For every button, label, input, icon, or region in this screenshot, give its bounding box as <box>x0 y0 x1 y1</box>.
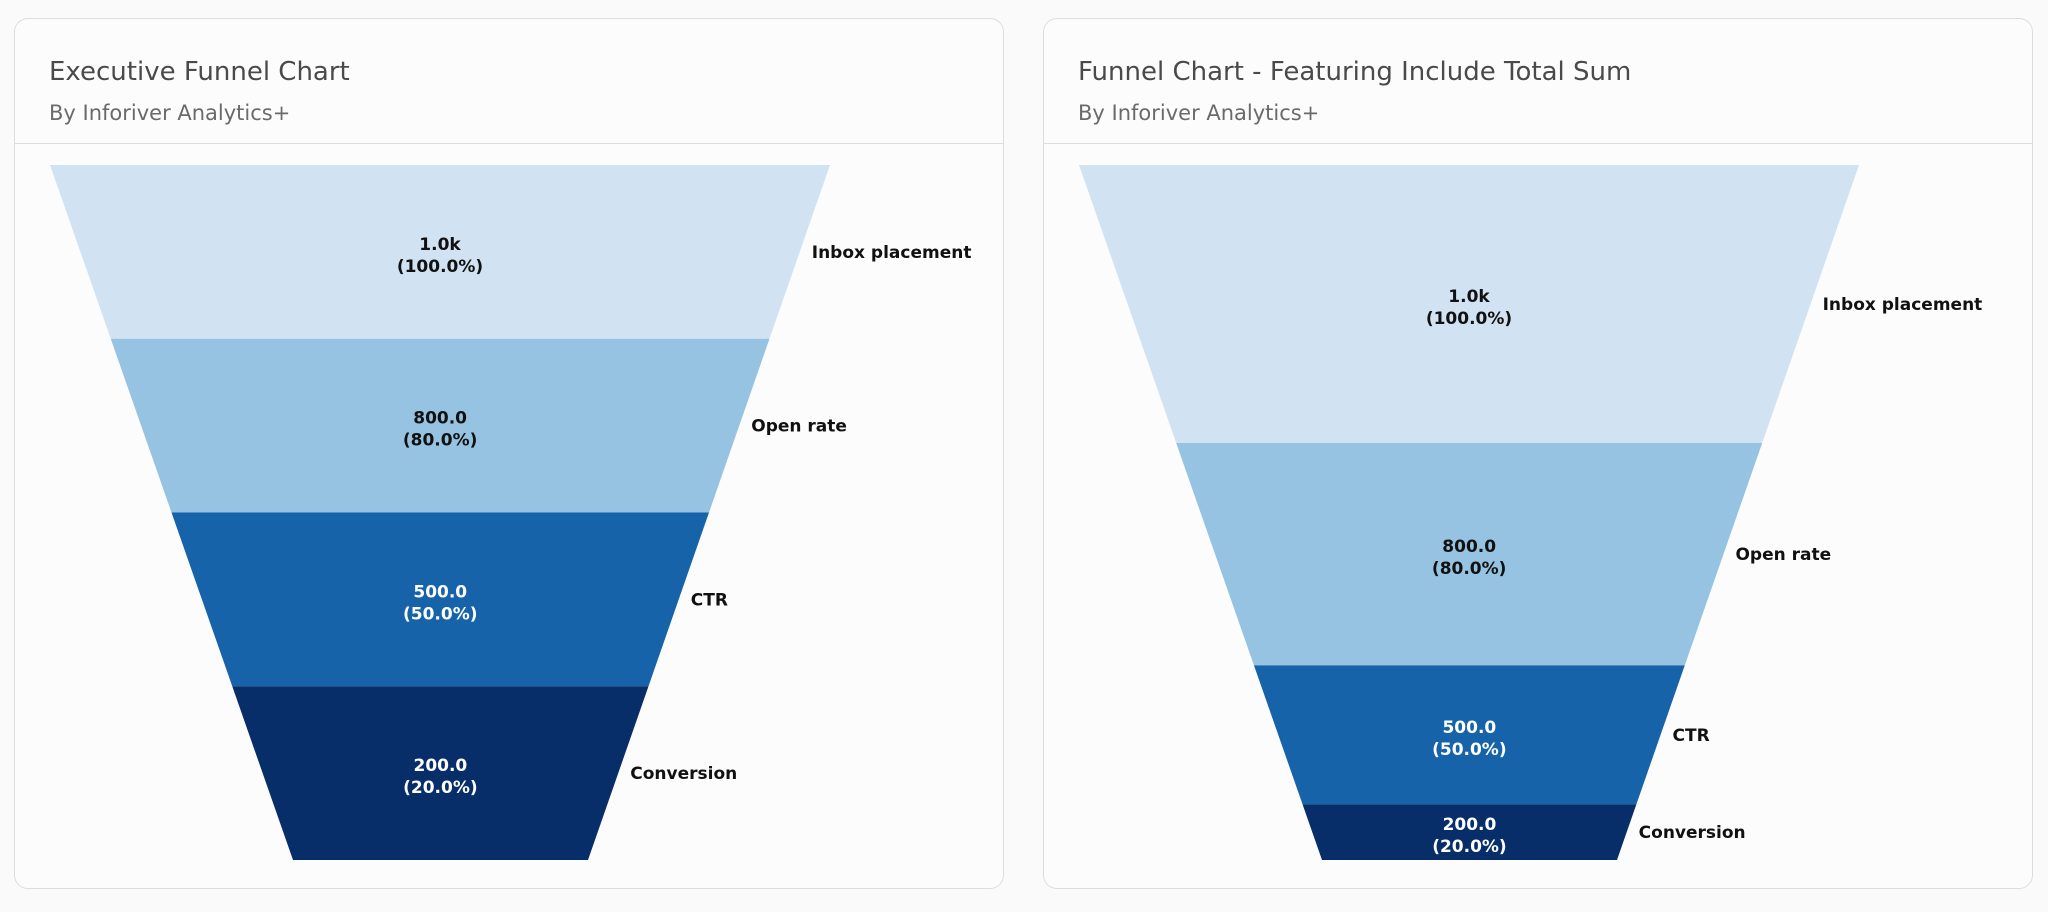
stage-value-label: 500.0 <box>1442 718 1496 738</box>
stage-percent-label: (50.0%) <box>1432 740 1507 760</box>
stage-name-label: Open rate <box>1735 545 1831 565</box>
card-header: Funnel Chart - Featuring Include Total S… <box>1044 19 2032 144</box>
stage-value-label: 200.0 <box>413 756 467 776</box>
funnel-card-executive: Executive Funnel Chart By Inforiver Anal… <box>14 18 1004 889</box>
funnel-segment[interactable] <box>1079 165 1859 443</box>
stage-percent-label: (100.0%) <box>1426 309 1512 329</box>
stage-name-label: Inbox placement <box>1823 295 1983 315</box>
stage-value-label: 800.0 <box>1442 537 1496 557</box>
stage-percent-label: (50.0%) <box>403 604 478 624</box>
stage-percent-label: (20.0%) <box>403 778 478 798</box>
funnel-segment[interactable] <box>232 686 649 860</box>
funnel-stage-1[interactable]: 800.0(80.0%) Open rate <box>110 338 847 513</box>
card-subtitle: By Inforiver Analytics+ <box>1078 101 1320 125</box>
funnel-stage-0[interactable]: 1.0k(100.0%) Inbox placement <box>50 165 971 339</box>
funnel-segment[interactable] <box>1302 804 1637 860</box>
funnel-stage-2[interactable]: 500.0(50.0%) CTR <box>1253 665 1710 805</box>
stage-value-label: 500.0 <box>413 582 467 602</box>
stage-value-label: 1.0k <box>1448 287 1490 307</box>
funnel-segment[interactable] <box>1253 665 1685 805</box>
stage-value-label: 200.0 <box>1443 815 1497 835</box>
funnel-stage-0[interactable]: 1.0k(100.0%) Inbox placement <box>1079 165 1982 443</box>
stage-value-label: 800.0 <box>413 409 467 429</box>
stage-percent-label: (20.0%) <box>1432 837 1507 857</box>
funnel-segment[interactable] <box>1176 443 1763 666</box>
funnel-segment[interactable] <box>110 338 770 513</box>
stage-name-label: Conversion <box>630 764 737 784</box>
stage-name-label: CTR <box>1673 726 1710 746</box>
stage-name-label: Open rate <box>751 417 847 437</box>
funnel-stage-3[interactable]: 200.0(20.0%) Conversion <box>1302 804 1746 860</box>
executive-funnel-chart: 1.0k(100.0%) Inbox placement 800.0(80.0%) O… <box>50 165 971 860</box>
include-total-sum-funnel-chart: 1.0k(100.0%) Inbox placement 800.0(80.0%) O… <box>1079 165 1982 860</box>
stage-percent-label: (80.0%) <box>1432 559 1507 579</box>
card-subtitle: By Inforiver Analytics+ <box>49 101 291 125</box>
stage-value-label: 1.0k <box>419 235 461 255</box>
stage-name-label: CTR <box>691 590 728 610</box>
funnel-segment[interactable] <box>171 512 710 687</box>
funnel-card-include-total-sum: Funnel Chart - Featuring Include Total S… <box>1043 18 2033 889</box>
stage-name-label: Inbox placement <box>812 243 972 263</box>
funnel-stage-1[interactable]: 800.0(80.0%) Open rate <box>1176 443 1831 666</box>
funnel-segment[interactable] <box>50 165 830 339</box>
funnel-stage-2[interactable]: 500.0(50.0%) CTR <box>171 512 728 687</box>
stage-name-label: Conversion <box>1639 823 1746 843</box>
funnel-stage-3[interactable]: 200.0(20.0%) Conversion <box>232 686 737 860</box>
card-title: Funnel Chart - Featuring Include Total S… <box>1078 57 1632 87</box>
stage-percent-label: (100.0%) <box>397 257 483 277</box>
card-title: Executive Funnel Chart <box>49 57 350 87</box>
stage-percent-label: (80.0%) <box>403 431 478 451</box>
card-header: Executive Funnel Chart By Inforiver Anal… <box>15 19 1003 144</box>
